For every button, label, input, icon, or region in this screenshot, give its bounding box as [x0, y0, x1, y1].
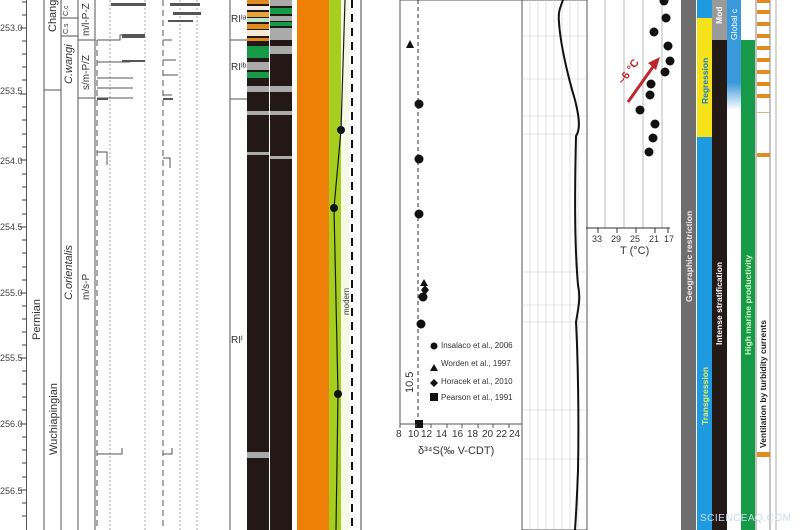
band-regression: Regression	[700, 57, 710, 104]
temp-xlabel: T (°C)	[620, 245, 650, 257]
depth-axis: 253.0 253.5 254.0 254.5 255.0 255.5 256.…	[0, 0, 30, 530]
depth-tick-label: 256.5	[0, 486, 23, 496]
zone-label-corientalis: C.orientalis	[63, 244, 75, 300]
sulfur-xtick: 18	[467, 429, 479, 440]
lithofacies-label: m/l-P-Z	[81, 3, 92, 36]
ri-label-b: RIᴵᵇ	[231, 62, 247, 73]
depth-tick-label: 254.0	[0, 156, 23, 166]
band-intense-stratification: Intense stratification	[714, 261, 724, 345]
sulfur-xtick: 16	[452, 429, 464, 440]
band-global: Global c	[729, 8, 739, 40]
legend-horacek: Horacek et al., 2010	[441, 377, 513, 386]
stage-label-changhsingian: Chang	[47, 0, 59, 32]
sulfur-xtick: 14	[436, 429, 448, 440]
ri-label-c: RIᴵ	[231, 335, 243, 346]
sulfur-xtick: 24	[509, 429, 521, 440]
sulfur-xtick: 12	[421, 429, 433, 440]
band-transgression: Transgression	[700, 366, 710, 425]
sulfur-xtick: 10	[408, 429, 420, 440]
legend-pearson: Pearson et al., 1991	[441, 393, 513, 402]
reference-value-label: 10.5	[404, 371, 416, 393]
modern-label: modern	[342, 287, 351, 315]
watermark: SCIENCEAQ.COM	[700, 513, 792, 524]
sulfur-xlabel: δ³⁴S(‰ V-CDT)	[418, 445, 495, 457]
depth-tick-label: 253.0	[0, 23, 23, 33]
lithofacies-label: s/m-P/Z	[81, 55, 92, 90]
depth-tick-label: 253.5	[0, 86, 23, 96]
temp-xtick: 21	[649, 234, 660, 244]
depth-tick-label: 256.0	[0, 419, 23, 429]
band-geographic-restriction: Geographic restriction	[684, 210, 694, 302]
zone-label-cc: C.c	[63, 5, 70, 17]
temp-xtick: 25	[630, 234, 641, 244]
band-mod: Mod	[714, 6, 724, 24]
lithofacies-label: m/s-P	[81, 273, 92, 300]
legend-insalaco: Insalaco et al., 2006	[441, 341, 513, 350]
band-ventilation-turbidity: Ventilation by turbidity currents	[758, 320, 768, 448]
depth-tick-label: 254.5	[0, 222, 23, 232]
stage-label-wuchiapingian: Wuchiapingian	[48, 383, 60, 455]
zone-label-cwangi: C.wangi	[63, 44, 75, 84]
sulfur-xtick: 22	[496, 429, 508, 440]
sulfur-xtick: 20	[482, 429, 494, 440]
depth-tick-label: 255.5	[0, 353, 23, 363]
legend-worden: Worden et al., 1997	[441, 359, 511, 368]
temp-xtick: 33	[592, 234, 603, 244]
band-high-marine-productivity: High marine productivity	[743, 254, 753, 355]
temp-xtick: 29	[611, 234, 622, 244]
system-label: Permian	[31, 299, 43, 340]
sulfur-xtick: 8	[396, 429, 402, 440]
depth-tick-label: 255.0	[0, 288, 23, 298]
temp-xtick: 17	[664, 234, 675, 244]
ri-label-a: RIᴵᵃ	[231, 14, 247, 25]
zone-label-cs: C.s	[63, 23, 70, 35]
